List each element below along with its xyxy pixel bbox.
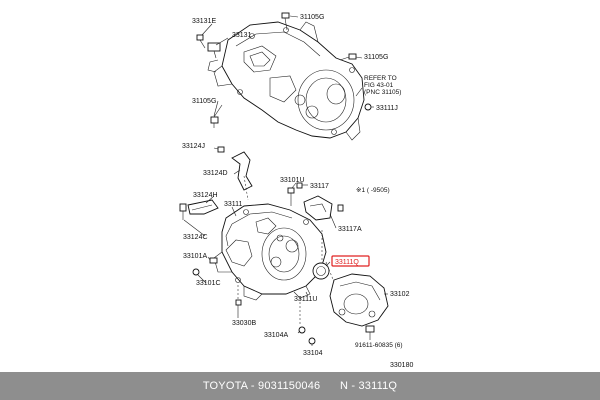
bolt-33104A-icon — [298, 326, 306, 334]
label-33101C: 33101C — [196, 280, 221, 287]
highlight-33111Q[interactable]: 33111Q — [331, 255, 370, 267]
cover-33102-drawing — [329, 273, 389, 333]
label-33101A: 33101A — [183, 253, 207, 260]
label-91611: 91611-60835 (6) — [355, 342, 403, 349]
label-33117: 33117 — [310, 183, 329, 190]
label-31105G-mid: 31105G — [192, 98, 216, 105]
label-33117A: 33117A — [338, 226, 362, 233]
label-33101U-top: 33101U — [280, 177, 305, 184]
bolt-33101A-icon — [209, 257, 218, 264]
star-note-9505: ※1 ( -9505) — [356, 187, 390, 194]
label-33124D: 33124D — [203, 170, 228, 177]
label-31105G-right: 31105G — [364, 54, 388, 61]
part-33111J-pin-icon — [364, 103, 372, 111]
label-33111Q[interactable]: 33111Q — [335, 259, 359, 266]
label-33131E: 33131E — [192, 18, 216, 25]
part-31105G-mid-bolt-icon — [210, 104, 223, 128]
top-housing-drawing — [207, 21, 365, 141]
label-33111U: 33111U — [294, 296, 317, 303]
label-33124C: 33124C — [183, 234, 208, 241]
part-31105G-right-bolt-icon — [339, 53, 357, 61]
label-33124H: 33124H — [193, 192, 218, 199]
bolt-33101U-top-icon — [287, 187, 295, 206]
part-33131E-bolt-icon — [196, 34, 206, 49]
footer-brand: TOYOTA — [202, 380, 248, 392]
bolt-33124C-icon — [179, 203, 187, 220]
label-33104A: 33104A — [264, 332, 288, 339]
oil-seal-33111Q-icon — [312, 262, 330, 280]
part-33131-plug-icon — [207, 42, 221, 59]
bracket-33124H-icon — [187, 199, 219, 215]
bolt-33030B-icon — [235, 299, 242, 315]
footer-part-number: 9031150046 — [258, 380, 321, 392]
label-33104: 33104 — [303, 350, 323, 357]
highlight-box — [331, 255, 370, 267]
refer-note-line1: REFER TO — [364, 75, 397, 82]
bolt-33101C-icon — [192, 268, 200, 276]
parts-diagram: 33131E 33131 31105G 31105G REFER TO FIG … — [179, 12, 413, 369]
figure-number: 330180 — [390, 362, 413, 369]
label-33030B: 33030B — [232, 320, 256, 327]
label-33111J: 33111J — [376, 105, 398, 112]
label-33102: 33102 — [390, 291, 410, 298]
label-33131: 33131 — [232, 32, 252, 39]
refer-note-line2: FIG 43-01 — [364, 82, 394, 89]
footer-ref: N - 33111Q — [339, 380, 398, 392]
label-33111: 33111 — [224, 201, 243, 208]
label-31105G-top: 31105G — [300, 14, 324, 21]
part-info-footer: TOYOTA - 9031150046 N - 33111Q — [0, 372, 600, 400]
label-33124J: 33124J — [182, 143, 205, 150]
transmission-case-drawing — [213, 203, 327, 301]
part-31105G-top-bolt-icon — [281, 12, 290, 31]
bolt-33124J-icon — [217, 146, 225, 153]
bracket-33117A-icon — [303, 195, 344, 221]
plug-33117-icon — [296, 182, 303, 189]
bolt-33104-icon — [308, 337, 316, 345]
refer-note-line3: (PNC 31105) — [364, 89, 401, 96]
bracket-33124D-icon — [231, 151, 253, 191]
